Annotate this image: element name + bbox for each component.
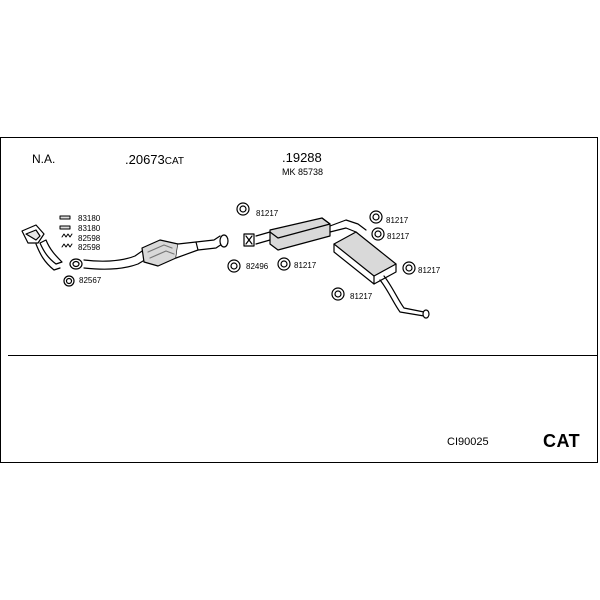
rear-silencer (333, 231, 397, 285)
mount-label-f: 81217 (350, 292, 373, 301)
gasket-ring-icon (63, 275, 75, 287)
mount-label-c: 81217 (387, 232, 410, 241)
rubber-mount-icon (236, 202, 416, 301)
front-pipe (21, 224, 63, 271)
mount-label-d: 81217 (294, 261, 317, 270)
diagram-divider (8, 355, 598, 356)
gasket-front-label: 82567 (79, 276, 102, 285)
bolt-label-1: 83180 (78, 214, 101, 223)
diagram-code: CI90025 (447, 436, 489, 448)
mount-label-e: 81217 (418, 266, 441, 275)
clamp-icon (243, 233, 255, 247)
catalyst-outlet-pipe (195, 234, 229, 251)
silencer-sub-label: MK 85738 (282, 167, 324, 177)
catalyst-number: .20673 (125, 152, 165, 167)
bolt-icon (59, 215, 73, 248)
middle-gasket (227, 259, 241, 273)
spring-label-1: 82598 (78, 234, 101, 243)
mount-label-b: 81217 (386, 216, 409, 225)
middle-silencer (255, 217, 367, 251)
catalytic-converter (141, 239, 199, 267)
bolt-label-2: 83180 (78, 224, 101, 233)
na-label: N.A. (32, 152, 56, 166)
mount-label-a: 81217 (256, 209, 279, 218)
diagram-frame (0, 137, 598, 463)
catalyst-inlet-pipe (83, 248, 149, 270)
catalyst-suffix: CAT (164, 156, 185, 167)
gasket-middle-label: 82496 (246, 262, 269, 271)
silencer-part-number: .19288 (282, 150, 322, 165)
tail-pipe (379, 275, 430, 319)
spring-label-2: 82598 (78, 243, 101, 252)
front-gasket (69, 258, 83, 270)
category-label: CAT (543, 431, 581, 451)
catalyst-part-number: .20673CAT (125, 152, 184, 168)
